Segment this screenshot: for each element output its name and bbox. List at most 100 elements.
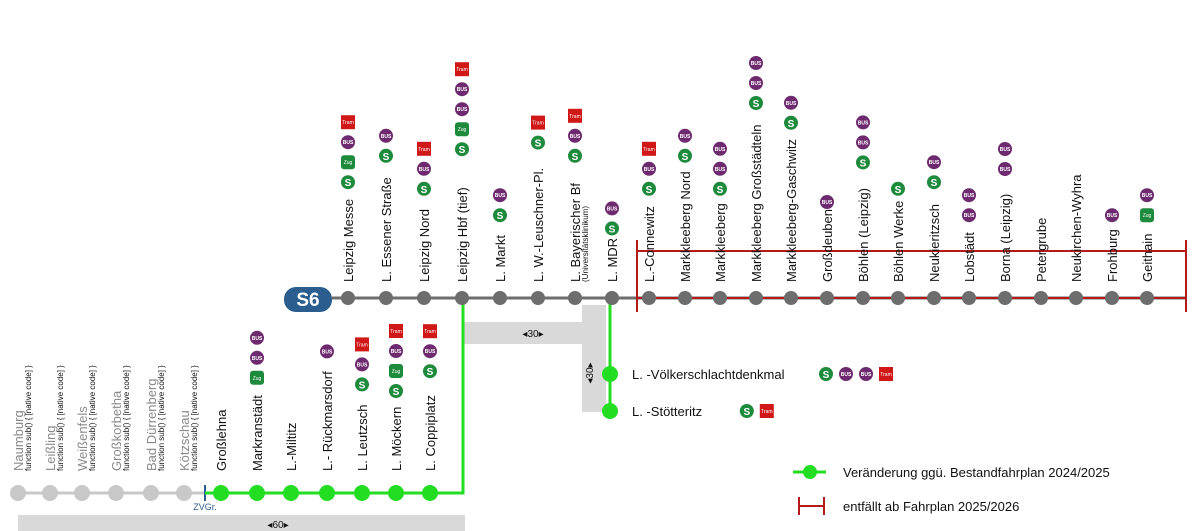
svg-text:BUS: BUS: [858, 140, 869, 146]
svg-text:BUS: BUS: [457, 87, 468, 93]
bus-icon: BUS: [927, 155, 941, 170]
s-icon: S: [389, 384, 403, 398]
bus-icon: BUS: [713, 141, 727, 156]
svg-text:S: S: [459, 145, 466, 156]
tram-icon: Tram: [355, 337, 369, 352]
station-marker: [891, 291, 905, 305]
station-label: L. Leutzsch: [355, 405, 370, 472]
svg-text:Tram: Tram: [356, 342, 367, 348]
svg-text:BUS: BUS: [1107, 213, 1118, 219]
bus-icon: BUS: [417, 161, 431, 176]
tram-icon: Tram: [531, 115, 545, 130]
station-marker: [455, 291, 469, 305]
station-sublabel: (Universitätsklinikum): [581, 206, 590, 282]
station-marker: [998, 291, 1012, 305]
svg-text:S: S: [609, 224, 616, 235]
station-marker: [422, 485, 438, 501]
s-icon: S: [891, 181, 905, 196]
interval-bar-west: [18, 515, 465, 531]
tram-icon: Tram: [417, 141, 431, 156]
interval-bar-core: [463, 322, 606, 344]
station-label: Lobstädt: [962, 232, 977, 282]
tram-icon: Tram: [341, 115, 355, 130]
station-marker: [74, 485, 90, 501]
bus-icon: BUS: [856, 135, 870, 150]
svg-text:BUS: BUS: [381, 134, 392, 140]
station-label: L. -Völkerschlachtdenkmal: [632, 367, 785, 382]
bus-icon: BUS: [856, 115, 870, 130]
s-icon: S: [417, 181, 431, 196]
s-icon: S: [493, 208, 507, 223]
zv-label: ZVGr.: [193, 502, 217, 512]
bus-icon: BUS: [749, 56, 763, 70]
svg-text:Zug: Zug: [458, 127, 467, 133]
station-label: Böhlen (Leipzig): [856, 188, 871, 282]
station-marker: [1069, 291, 1083, 305]
station-label: Großdeuben: [820, 209, 835, 282]
svg-text:BUS: BUS: [751, 61, 762, 67]
station-sublabel: function sub() { [native code] }: [157, 365, 166, 471]
legend-removed-label: entfällt ab Fahrplan 2025/2026: [843, 499, 1019, 514]
station-marker: [213, 485, 229, 501]
station-sublabel: function sub() { [native code] }: [88, 365, 97, 471]
bus-icon: BUS: [839, 367, 853, 381]
station-marker: [962, 291, 976, 305]
s-icon: S: [713, 181, 727, 196]
station-label: Neukieritzsch: [927, 204, 942, 282]
svg-text:BUS: BUS: [929, 160, 940, 166]
svg-text:BUS: BUS: [495, 193, 506, 199]
bus-icon: BUS: [355, 357, 369, 372]
tram-icon: Tram: [423, 324, 437, 339]
svg-text:BUS: BUS: [322, 349, 333, 355]
bus-icon: BUS: [455, 82, 469, 97]
svg-text:S: S: [383, 152, 390, 163]
bus-icon: BUS: [341, 135, 355, 150]
station-marker: [493, 291, 507, 305]
svg-text:S: S: [823, 370, 830, 381]
station-marker: [927, 291, 941, 305]
bus-icon: BUS: [605, 201, 619, 216]
legend-new-marker: [803, 465, 817, 479]
svg-text:S: S: [753, 99, 760, 110]
svg-text:BUS: BUS: [644, 167, 655, 173]
station-label: Großlehna: [214, 409, 229, 471]
station-sublabel: function sub() { [native code] }: [56, 365, 65, 471]
station-label: L.- Rückmarsdorf: [320, 371, 335, 471]
s-icon: S: [568, 148, 582, 163]
station-marker: [678, 291, 692, 305]
station-label: Leipzig Messe: [341, 199, 356, 282]
bus-icon: BUS: [642, 161, 656, 176]
station-marker: [143, 485, 159, 501]
svg-text:S: S: [497, 211, 504, 222]
station-label: L. Markt: [493, 235, 508, 282]
s-icon: S: [423, 364, 437, 379]
s-icon: S: [379, 148, 393, 163]
svg-text:S: S: [535, 139, 542, 150]
s-icon: S: [927, 175, 941, 190]
station-marker: [856, 291, 870, 305]
station-marker: [605, 291, 619, 305]
station-label: Bad Dürrenberg: [144, 379, 159, 472]
bus-icon: BUS: [749, 76, 763, 90]
s-icon: S: [819, 367, 833, 381]
svg-text:Zug: Zug: [392, 369, 401, 375]
bus-icon: BUS: [455, 102, 469, 117]
station-label: Markkleeberg Nord: [678, 171, 693, 282]
station-marker: [176, 485, 192, 501]
station-label: L.-Connewitz: [642, 206, 657, 282]
bus-icon: BUS: [998, 142, 1012, 156]
transfer-badges: ZugBUSBUSBUSSBUSTramSZugBUSTramSBUSTramS…: [250, 56, 1154, 418]
station-marker: [1105, 291, 1119, 305]
station-label: Markkleeberg-Gaschwitz: [784, 139, 799, 282]
station-marker: [642, 291, 656, 305]
svg-text:S: S: [427, 367, 434, 378]
station-label: L. MDR: [605, 238, 620, 282]
zug-icon: Zug: [389, 364, 403, 378]
s-icon: S: [749, 96, 763, 110]
station-marker: [379, 291, 393, 305]
svg-text:Tram: Tram: [880, 372, 891, 378]
svg-text:S: S: [743, 407, 750, 418]
svg-text:Tram: Tram: [643, 147, 654, 153]
svg-text:BUS: BUS: [964, 213, 975, 219]
